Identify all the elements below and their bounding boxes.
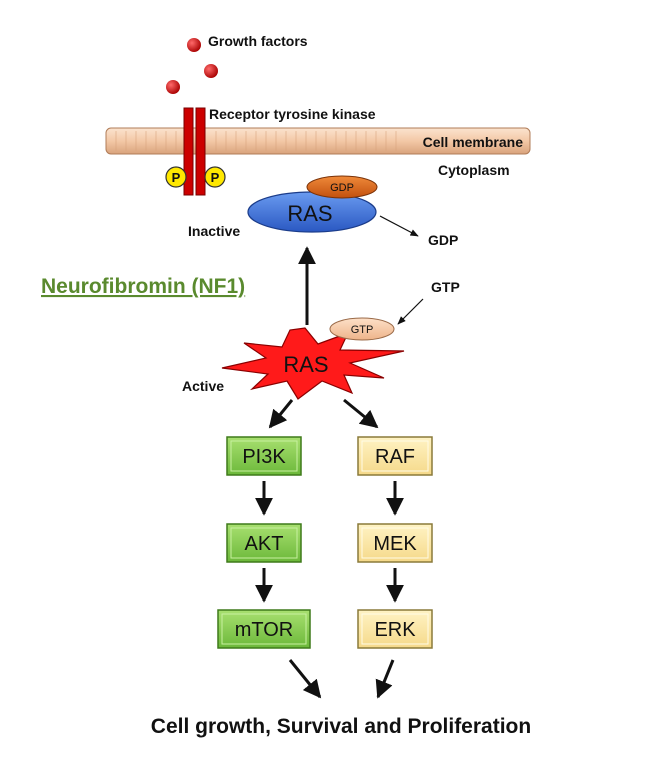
phosphate-left-label: P [172, 170, 181, 185]
ras-active-label: RAS [283, 352, 328, 377]
active-label: Active [182, 378, 224, 394]
mtor-label: mTOR [235, 619, 294, 641]
cell-membrane [105, 127, 531, 155]
receptor-label: Receptor tyrosine kinase [209, 106, 376, 122]
cytoplasm-label: Cytoplasm [438, 162, 510, 178]
gtp-input-label: GTP [431, 279, 460, 295]
raf-box [357, 436, 433, 476]
receptor-bar-left [183, 107, 194, 196]
gdp-badge-label: GDP [330, 182, 354, 194]
outcome-label: Cell growth, Survival and Proliferation [151, 715, 531, 738]
ras-to-raf-arrow [343, 398, 379, 429]
mek-label: MEK [373, 533, 417, 555]
erk-to-outcome-arrow [375, 659, 395, 699]
mtor-to-outcome-arrow [288, 659, 322, 699]
gtp-binding-arrow [397, 298, 424, 325]
raf-label: RAF [375, 446, 415, 468]
growth-factor-3 [166, 80, 180, 94]
gdp-release-arrow [379, 215, 419, 237]
phosphate-right-label: P [211, 170, 220, 185]
akt-label: AKT [245, 533, 284, 555]
growth-factor-2 [204, 64, 218, 78]
phosphate-left [165, 166, 187, 188]
gdp-released-label: GDP [428, 232, 458, 248]
gtp-badge-label: GTP [351, 324, 374, 336]
erk-label: ERK [374, 619, 416, 641]
mek-box [357, 523, 433, 563]
ras-inactive-label: RAS [287, 201, 332, 226]
pi3k-label: PI3K [242, 446, 286, 468]
membrane-texture [115, 131, 397, 151]
cell-membrane-label: Cell membrane [423, 134, 524, 150]
nf1-label: Neurofibromin (NF1) [41, 275, 245, 298]
inactive-label: Inactive [188, 223, 240, 239]
phosphate-right [204, 166, 226, 188]
gtp-badge [329, 317, 395, 341]
akt-box [226, 523, 302, 563]
erk-box [357, 609, 433, 649]
receptor-bar-right [195, 107, 206, 196]
growth-factor-1 [187, 38, 201, 52]
ras-to-pi3k-arrow [268, 399, 294, 429]
gdp-badge [306, 175, 378, 199]
growth-factors-label: Growth factors [208, 33, 308, 49]
pi3k-box [226, 436, 302, 476]
mtor-box [217, 609, 311, 649]
ras-active-burst [221, 327, 405, 400]
